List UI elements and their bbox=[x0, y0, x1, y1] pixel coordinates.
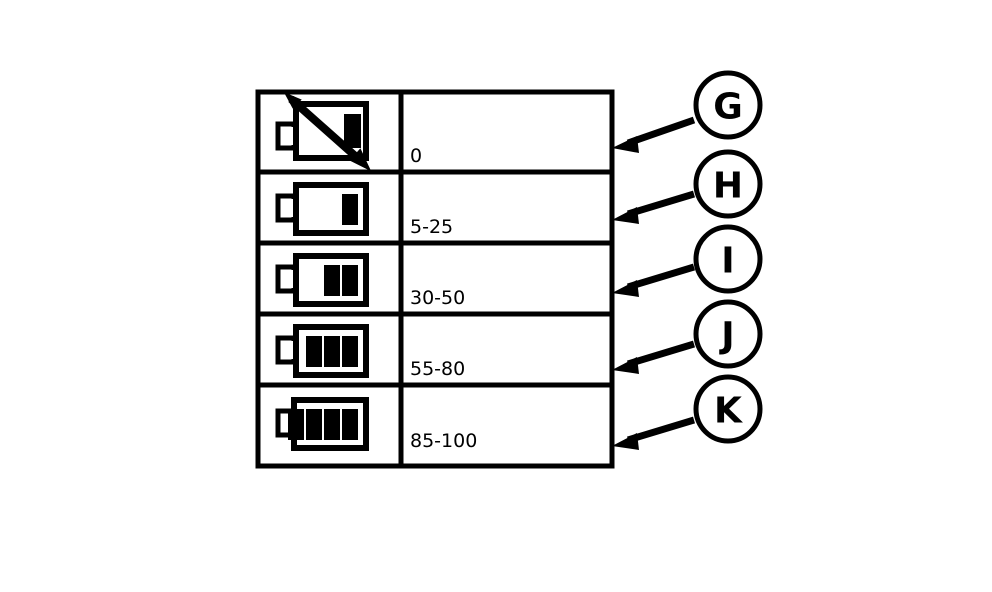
battery-body bbox=[293, 101, 369, 161]
battery-body bbox=[293, 324, 369, 378]
callout-letter: J bbox=[718, 316, 734, 357]
table-row: 85-100 bbox=[275, 397, 477, 452]
callout-circle bbox=[693, 374, 763, 444]
arrow-shaft bbox=[626, 340, 696, 368]
callout-letter: H bbox=[713, 166, 743, 207]
battery-bar bbox=[342, 265, 358, 296]
slash-arrowhead bbox=[349, 148, 372, 172]
callout-arrow-i bbox=[612, 263, 696, 297]
battery-bar bbox=[288, 409, 304, 440]
callout-arrow-j bbox=[612, 340, 696, 374]
battery-bar bbox=[324, 336, 340, 367]
callout-arrow-k bbox=[612, 416, 696, 450]
arrow-shaft bbox=[626, 416, 696, 444]
callout-badge-i[interactable]: I bbox=[693, 224, 763, 294]
callout-letter: I bbox=[721, 241, 734, 282]
level-label: 0 bbox=[410, 145, 422, 167]
arrow-head bbox=[612, 280, 639, 297]
callout-arrow-g bbox=[612, 116, 696, 153]
battery-one-bar-icon bbox=[275, 182, 369, 236]
battery-two-bar-icon bbox=[275, 253, 369, 307]
table-row: 55-80 bbox=[275, 324, 465, 380]
battery-empty-slashed-icon bbox=[275, 91, 372, 172]
callout-circle bbox=[693, 149, 763, 219]
battery-slash-arrow bbox=[283, 91, 372, 172]
callout-letter: K bbox=[714, 391, 743, 432]
battery-bar bbox=[342, 336, 358, 367]
callout-circle bbox=[693, 224, 763, 294]
callout-arrow-h bbox=[612, 190, 696, 224]
battery-bar bbox=[306, 409, 322, 440]
battery-body bbox=[293, 182, 369, 236]
battery-four-bar-icon bbox=[275, 397, 369, 451]
slash-line bbox=[288, 96, 365, 165]
battery-body bbox=[293, 253, 369, 307]
arrow-head bbox=[612, 136, 639, 153]
arrow-head bbox=[612, 433, 639, 450]
table-row: 0 bbox=[275, 91, 422, 172]
legend-table bbox=[255, 89, 615, 469]
level-label: 5-25 bbox=[410, 216, 453, 238]
callout-circle bbox=[693, 70, 763, 140]
callout-badge-g[interactable]: G bbox=[693, 70, 763, 140]
battery-bar bbox=[324, 409, 340, 440]
level-label: 85-100 bbox=[410, 430, 477, 452]
callout-arrows bbox=[612, 116, 696, 450]
arrow-shaft bbox=[626, 190, 696, 218]
arrow-head bbox=[612, 357, 639, 374]
callout-letter: G bbox=[713, 87, 743, 128]
arrow-shaft bbox=[626, 116, 696, 147]
table-outer-border bbox=[255, 89, 615, 469]
arrow-head bbox=[612, 207, 639, 224]
battery-bar bbox=[344, 114, 361, 148]
battery-bar bbox=[324, 265, 340, 296]
callout-badge-j[interactable]: J bbox=[693, 299, 763, 369]
table-row: 30-50 bbox=[275, 253, 465, 309]
battery-bar bbox=[342, 194, 358, 225]
callout-circle bbox=[693, 299, 763, 369]
battery-bar bbox=[342, 409, 358, 440]
level-label: 55-80 bbox=[410, 358, 465, 380]
table-row: 5-25 bbox=[275, 182, 453, 238]
battery-bar bbox=[306, 336, 322, 367]
arrow-shaft bbox=[626, 263, 696, 291]
callout-badge-h[interactable]: H bbox=[693, 149, 763, 219]
callout-badges: G H I J K bbox=[693, 70, 763, 444]
callout-badge-k[interactable]: K bbox=[693, 374, 763, 444]
level-label: 30-50 bbox=[410, 287, 465, 309]
battery-three-bar-icon bbox=[275, 324, 369, 378]
slash-tail bbox=[283, 91, 302, 109]
